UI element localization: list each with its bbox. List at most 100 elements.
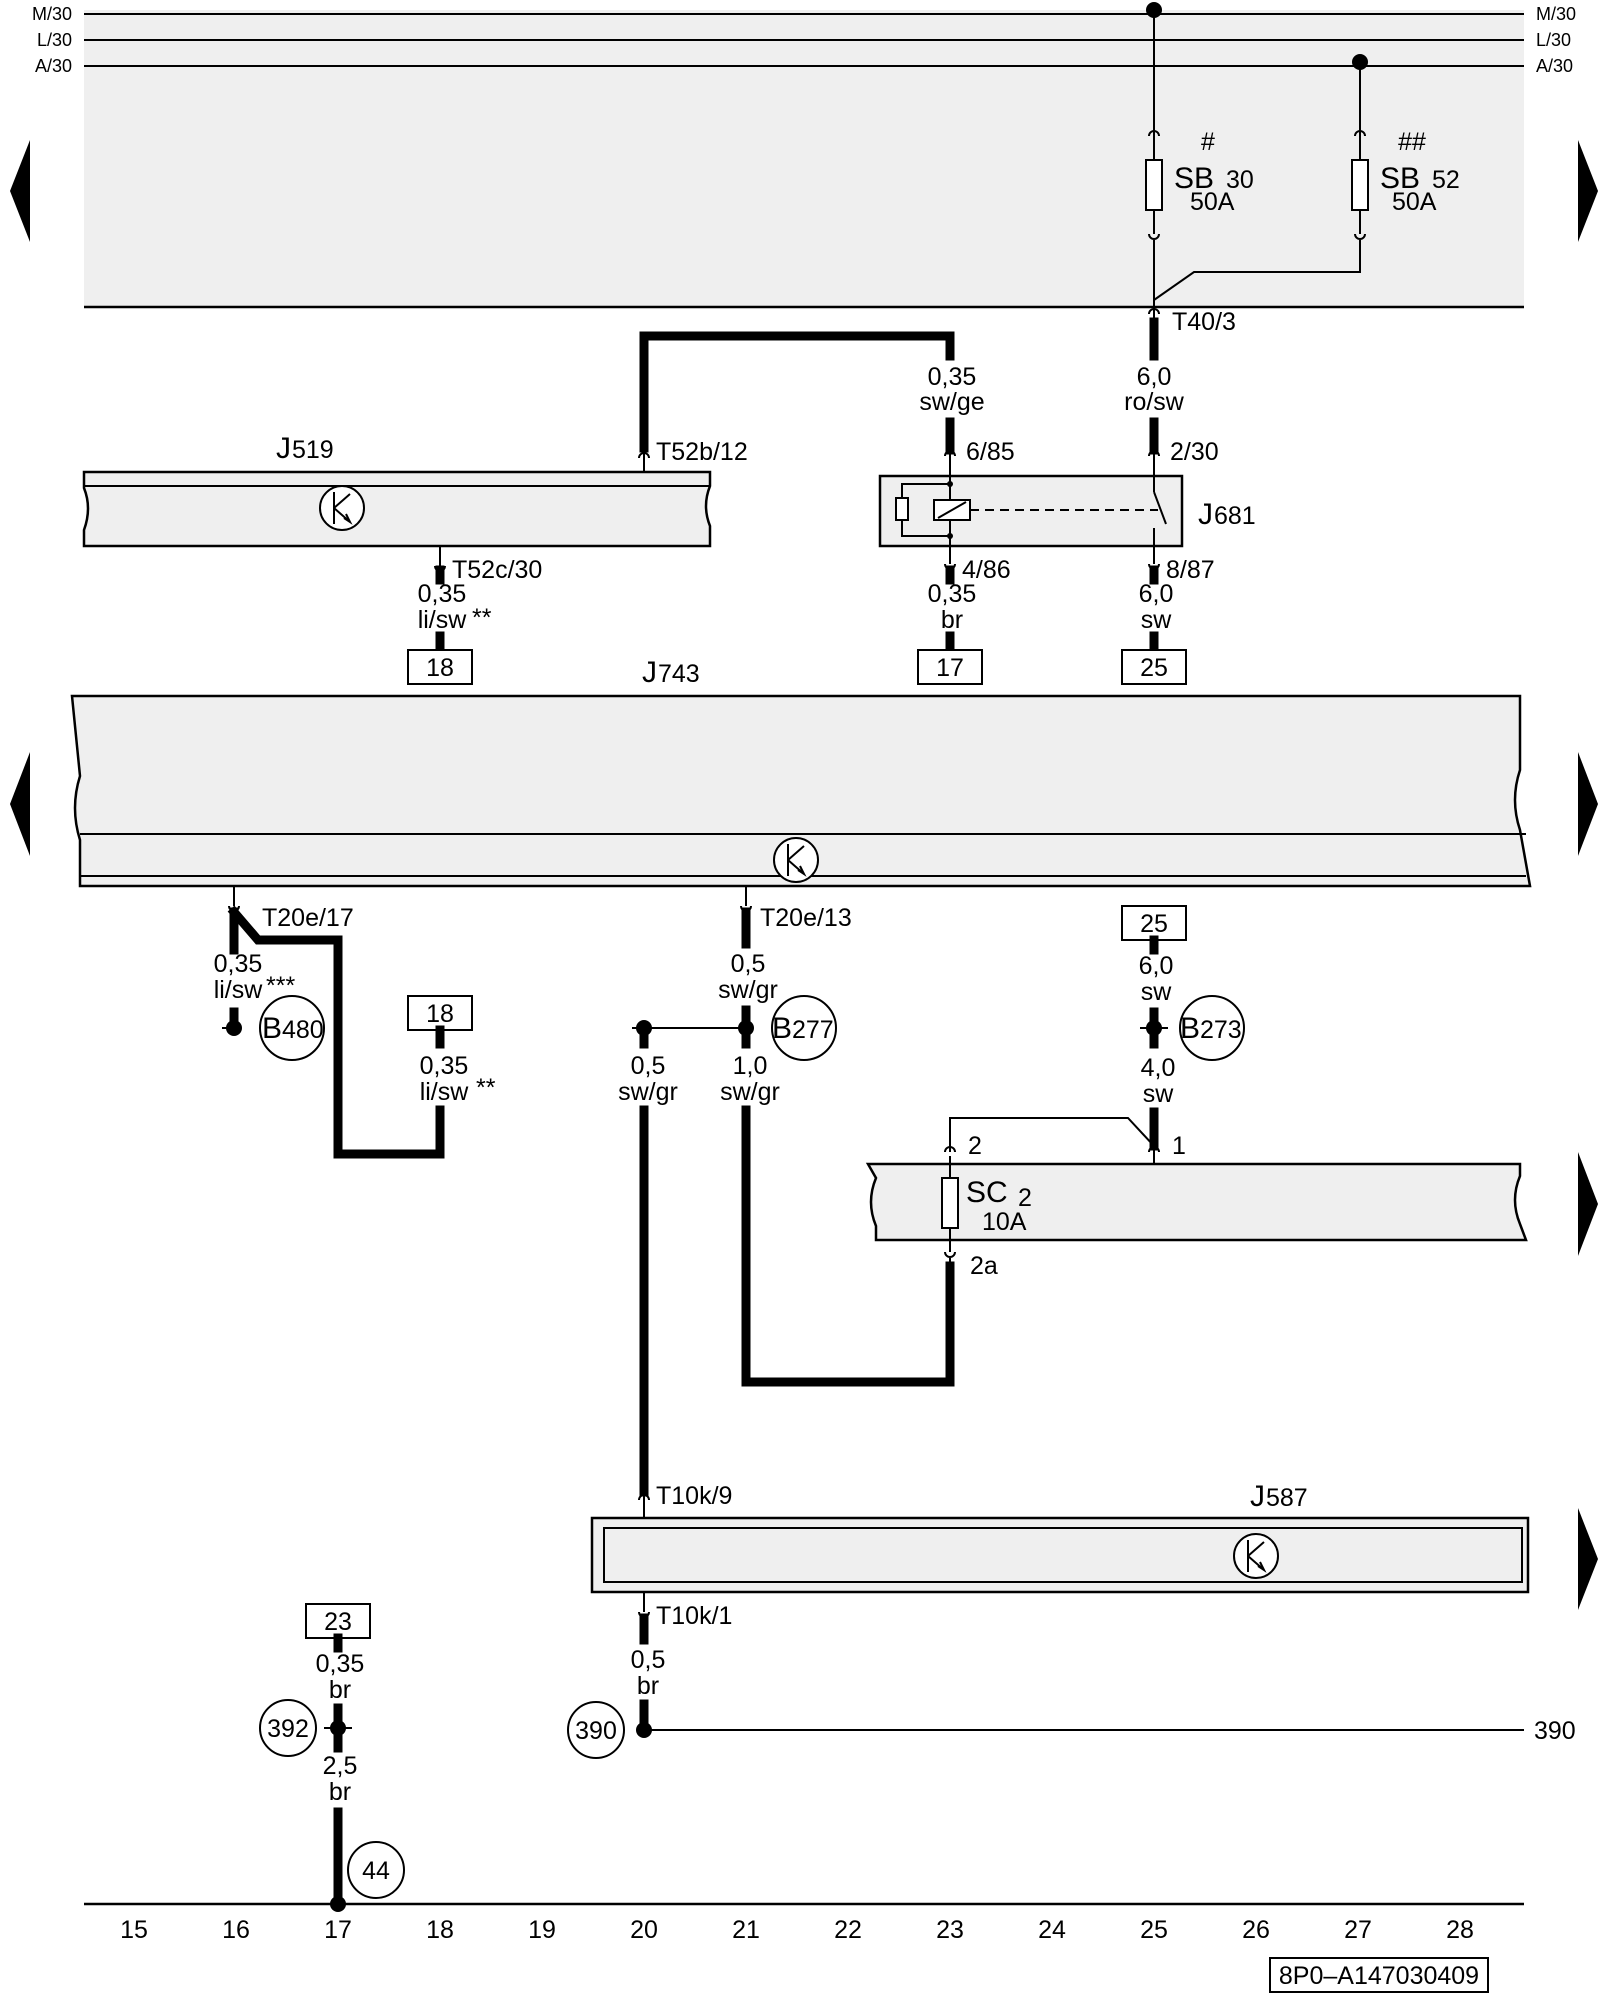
rail-label-a30-right: A/30 bbox=[1536, 56, 1573, 76]
j587-letter: J bbox=[1250, 1480, 1265, 1513]
ref-box-25-mid bbox=[1121, 905, 1187, 941]
j681-letter: J bbox=[1198, 498, 1213, 531]
ground-44-circle bbox=[347, 1841, 405, 1899]
ground-392-circle bbox=[259, 1699, 317, 1757]
diagram-code-box bbox=[1269, 1957, 1489, 1993]
sb52-number: 52 bbox=[1432, 166, 1460, 194]
wire-035-lisw-b-size: 0,35 bbox=[214, 950, 263, 978]
ref-25-mid: 25 bbox=[1140, 910, 1168, 938]
j519-letter: J bbox=[276, 432, 291, 465]
track-number: 27 bbox=[1344, 1916, 1372, 1944]
sb30-bottom-terminal bbox=[1148, 233, 1160, 300]
j743-number: 743 bbox=[658, 660, 700, 688]
wire-60-sw-a-size: 6,0 bbox=[1139, 580, 1174, 608]
wire-05-swgr-b-size: 0,5 bbox=[631, 1052, 666, 1080]
page-arrow-right-j587-icon[interactable] bbox=[1578, 1508, 1598, 1610]
j519-number: 519 bbox=[292, 436, 334, 464]
sc2-pin-in2: 1 bbox=[1172, 1132, 1186, 1160]
fuse-panel-area bbox=[84, 10, 1524, 307]
page-arrow-right-top-icon[interactable] bbox=[1578, 140, 1598, 242]
ref-25-top: 25 bbox=[1140, 654, 1168, 682]
ref-23: 23 bbox=[324, 1608, 352, 1636]
splice-b480-number: 480 bbox=[282, 1016, 324, 1044]
wire-60-sw-b-size: 6,0 bbox=[1139, 952, 1174, 980]
pin-2-30 bbox=[1148, 450, 1160, 478]
track-number: 16 bbox=[222, 1916, 250, 1944]
j681-relay-symbol bbox=[895, 476, 1167, 546]
splice-b277-number: 277 bbox=[792, 1016, 834, 1044]
track-number: 21 bbox=[732, 1916, 760, 1944]
track-number: 26 bbox=[1242, 1916, 1270, 1944]
pin-t10k-9 bbox=[638, 1494, 650, 1518]
wire-60-sw-a-color: sw bbox=[1141, 606, 1173, 634]
track-number: 17 bbox=[324, 1916, 352, 1944]
sc2-rating: 10A bbox=[982, 1208, 1027, 1236]
sc2-panel-body bbox=[865, 1162, 1528, 1242]
sc2-pin-in: 2 bbox=[968, 1132, 982, 1160]
pin-6-85 bbox=[944, 450, 956, 478]
rail-label-m30-left: M/30 bbox=[32, 4, 72, 24]
splice-b277-circle bbox=[771, 995, 837, 1061]
splice-b273-number: 273 bbox=[1200, 1016, 1242, 1044]
connector-t52c-30: T52c/30 bbox=[452, 556, 542, 584]
page-arrow-right-sc-icon[interactable] bbox=[1578, 1152, 1598, 1256]
page-arrow-left-mid-icon[interactable] bbox=[10, 752, 30, 856]
wire-035-lisw-a-size: 0,35 bbox=[418, 580, 467, 608]
sb30-number: 30 bbox=[1226, 166, 1254, 194]
rail-label-a30-left: A/30 bbox=[35, 56, 72, 76]
sc2-number: 2 bbox=[1018, 1184, 1032, 1212]
splice-b480-circle bbox=[259, 995, 325, 1061]
j587-inner bbox=[603, 1527, 1523, 1583]
ground-392-label: 392 bbox=[267, 1715, 309, 1743]
j681-number: 681 bbox=[1214, 502, 1256, 530]
ground-390-label: 390 bbox=[575, 1717, 617, 1745]
sb30-top-terminal bbox=[1148, 126, 1160, 137]
splice-b277-letter: B bbox=[772, 1012, 792, 1045]
wire-035-lisw-c-color: li/sw bbox=[420, 1078, 470, 1106]
ref-box-18-top bbox=[407, 649, 473, 685]
sc2-pin-out: 2a bbox=[970, 1252, 998, 1280]
connector-t10k-9: T10k/9 bbox=[656, 1482, 732, 1510]
page-arrow-right-mid-icon[interactable] bbox=[1578, 752, 1598, 856]
sb30-fuse-body bbox=[1145, 159, 1163, 211]
page-arrow-left-top-icon[interactable] bbox=[10, 140, 30, 242]
rail-label-l30-right: L/30 bbox=[1536, 30, 1571, 50]
wire-035-lisw-c-size: 0,35 bbox=[420, 1052, 469, 1080]
wire-05-swgr-b-color: sw/gr bbox=[618, 1078, 678, 1106]
track-number: 24 bbox=[1038, 1916, 1066, 1944]
connector-t40-3: T40/3 bbox=[1172, 308, 1236, 336]
connector-t20e-17: T20e/17 bbox=[262, 904, 354, 932]
wire-035-br-a-size: 0,35 bbox=[928, 580, 977, 608]
sb52-rating: 50A bbox=[1392, 188, 1437, 216]
wire-60-rosw-size: 6,0 bbox=[1137, 363, 1172, 391]
j587-number: 587 bbox=[1266, 1484, 1308, 1512]
sb52-top-terminal bbox=[1354, 126, 1366, 137]
wire-25-br-size: 2,5 bbox=[323, 1752, 358, 1780]
track-number: 18 bbox=[426, 1916, 454, 1944]
wire-40-sw-color: sw bbox=[1143, 1080, 1175, 1108]
track-number: 23 bbox=[936, 1916, 964, 1944]
j587-electronic-icon bbox=[1233, 1533, 1279, 1579]
wire-035-lisw-a-note: ** bbox=[472, 604, 492, 632]
wire-60-sw-b-color: sw bbox=[1141, 978, 1173, 1006]
sb30-mark: # bbox=[1201, 128, 1215, 156]
wire-035-swge-color: sw/ge bbox=[919, 388, 984, 416]
wire-035-lisw-b-color: li/sw bbox=[214, 976, 264, 1004]
diagram-code: 8P0–A147030409 bbox=[1279, 1962, 1479, 1990]
ground-390-circle bbox=[567, 1701, 625, 1759]
wire-035-lisw-c-note: ** bbox=[476, 1074, 496, 1102]
wire-035-lisw-a-color: li/sw bbox=[418, 606, 468, 634]
pin-sc2-2 bbox=[944, 1142, 956, 1153]
connector-2-30: 2/30 bbox=[1170, 438, 1219, 466]
pin-sc2-2a bbox=[944, 1251, 956, 1266]
wire-05-swgr-a-color: sw/gr bbox=[718, 976, 778, 1004]
ref-18-top: 18 bbox=[426, 654, 454, 682]
splice-b273-letter: B bbox=[1180, 1012, 1200, 1045]
j743-electronic-icon bbox=[773, 837, 819, 883]
pin-sc2-1 bbox=[1148, 1146, 1160, 1166]
connector-t20e-13: T20e/13 bbox=[760, 904, 852, 932]
ground-390-right-label: 390 bbox=[1534, 1717, 1576, 1745]
ref-17: 17 bbox=[936, 654, 964, 682]
connector-t10k-1: T10k/1 bbox=[656, 1602, 732, 1630]
